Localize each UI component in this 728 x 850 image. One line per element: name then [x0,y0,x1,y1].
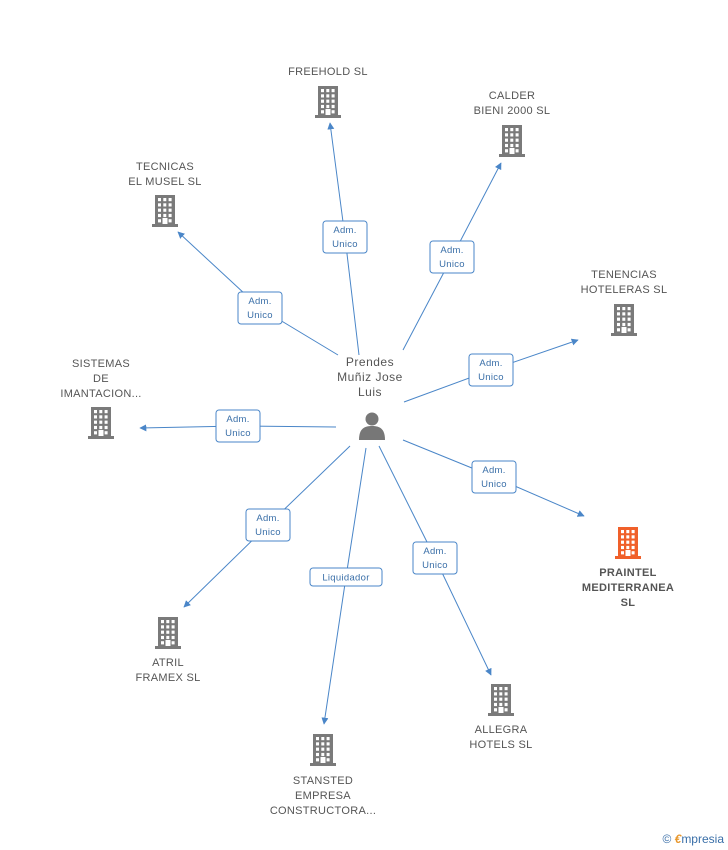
company-label: TENENCIAS [591,269,657,281]
company-label: FRAMEX SL [135,672,200,684]
edge-label-text: Adm. [482,465,505,476]
edge-label-text: Adm. [479,358,502,369]
edge-label-stansted[interactable]: Liquidador [309,567,383,587]
edge-label-text: Unico [422,560,448,571]
edge-label-allegra[interactable]: Adm. Unico [412,541,458,575]
company-node-tecnicas[interactable]: TECNICAS EL MUSEL SL [128,161,201,227]
company-node-tenencias[interactable]: TENENCIAS HOTELERAS SL [581,269,668,336]
building-icon [88,407,114,439]
edge-label-text: Adm. [256,513,279,524]
company-label: HOTELS SL [469,739,532,751]
company-label: ATRIL [152,657,184,669]
edge-label-sistemas[interactable]: Adm. Unico [215,409,261,443]
person-label: Luis [358,385,382,399]
brand-name: mpresia [681,832,724,846]
company-node-praintel[interactable]: PRAINTEL MEDITERRANEA SL [582,527,674,609]
building-icon [499,125,525,157]
building-icon [310,734,336,766]
company-label: EMPRESA [295,790,351,802]
edge-label-text: Unico [478,372,504,383]
company-label: MEDITERRANEA [582,582,674,594]
company-node-atril[interactable]: ATRIL FRAMEX SL [135,617,200,684]
edge-label-freehold[interactable]: Adm. Unico [322,220,368,254]
building-icon [315,86,341,118]
company-label: TECNICAS [136,161,194,173]
company-node-freehold[interactable]: FREEHOLD SL [288,66,368,118]
edge-label-text: Unico [439,259,465,270]
edge-label-text: Adm. [423,546,446,557]
edge-label-text: Unico [332,239,358,250]
building-icon [615,527,641,559]
person-icon [359,412,385,440]
edge-label-text: Liquidador [322,573,369,584]
edge-label-tenencias[interactable]: Adm. Unico [468,353,514,387]
company-label: DE [93,373,109,385]
company-label: SL [621,597,636,609]
company-label: EL MUSEL SL [128,176,201,188]
edge-label-calder[interactable]: Adm. Unico [429,240,475,274]
company-label: STANSTED [293,775,353,787]
person-label: Muñiz Jose [337,370,403,384]
company-label: CONSTRUCTORA... [270,805,376,817]
company-label: FREEHOLD SL [288,66,368,78]
edge-label-tecnicas[interactable]: Adm. Unico [237,291,283,325]
copyright-symbol: © [662,832,672,846]
edge-label-text: Adm. [248,296,271,307]
company-label: SISTEMAS [72,358,130,370]
edge-label-text: Adm. [226,414,249,425]
edge-label-atril[interactable]: Adm. Unico [245,508,291,542]
edge-label-text: Unico [255,527,281,538]
edge-label-text: Unico [247,310,273,321]
company-label: BIENI 2000 SL [474,105,551,117]
company-label: PRAINTEL [599,567,656,579]
company-label: CALDER [489,90,535,102]
company-node-stansted[interactable]: STANSTED EMPRESA CONSTRUCTORA... [270,734,376,817]
company-node-sistemas[interactable]: SISTEMAS DE IMANTACION... [60,358,141,439]
edge-label-praintel[interactable]: Adm. Unico [471,460,517,494]
edge-label-text: Unico [481,479,507,490]
building-icon [611,304,637,336]
footer-brand: © €mpresia [662,832,724,846]
edge-label-text: Unico [225,428,251,439]
building-icon [155,617,181,649]
building-icon [488,684,514,716]
company-label: ALLEGRA [475,724,528,736]
edge-label-text: Adm. [440,245,463,256]
building-icon [152,195,178,227]
company-label: IMANTACION... [60,388,141,400]
person-label: Prendes [346,355,394,369]
brand-initial: € [674,832,682,846]
company-node-calder[interactable]: CALDER BIENI 2000 SL [474,90,551,157]
edge-label-text: Adm. [333,225,356,236]
company-label: HOTELERAS SL [581,284,668,296]
company-node-allegra[interactable]: ALLEGRA HOTELS SL [469,684,532,751]
